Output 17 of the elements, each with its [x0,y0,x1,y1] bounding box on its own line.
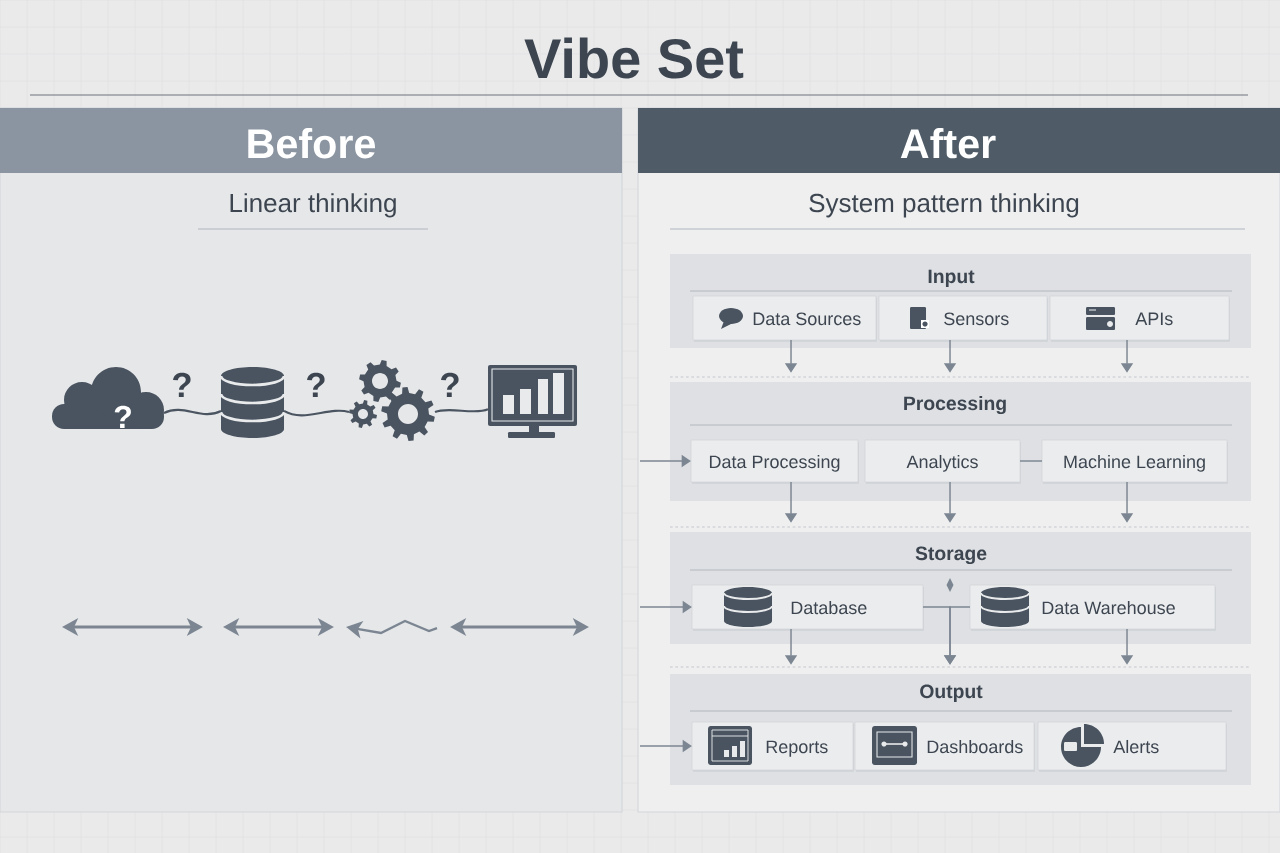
database-icon [219,367,286,438]
component-box: Sensors [878,295,1048,342]
subtitle: System pattern thinking [809,193,1079,218]
monitor-chart-icon [488,365,577,438]
title: Vibe Set [524,37,744,79]
component-box: Data Sources [692,295,877,342]
edge-label: ? [441,372,459,397]
component-box: APIs [1049,295,1230,342]
component-box: Data Processing [690,439,859,484]
component-box: Analytics [864,439,1021,484]
subtitle: Linear thinking [230,193,396,218]
header-bar: After [638,108,1280,173]
component-box: Machine Learning [1041,439,1228,484]
gears-icon [349,360,435,441]
edge-label: ? [307,372,325,397]
edge-label: ? [173,372,191,397]
header-bar: Before [0,108,622,173]
